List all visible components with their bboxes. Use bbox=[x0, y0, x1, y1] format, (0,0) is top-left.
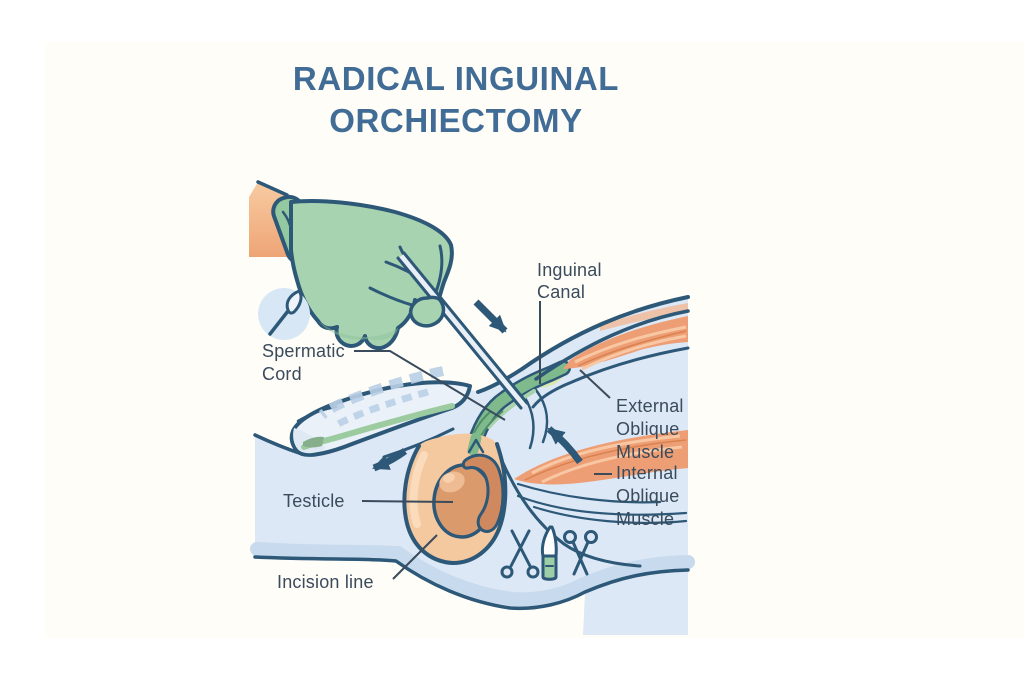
fascia-under-muscle-2 bbox=[532, 505, 688, 524]
badge-scalpel-handle bbox=[268, 309, 290, 336]
testicle-glint bbox=[443, 473, 455, 483]
external-oblique-leader bbox=[579, 369, 611, 399]
arm-top-edge bbox=[256, 180, 289, 197]
arrow-down-left-icon bbox=[372, 448, 408, 472]
external-oblique-streak-2 bbox=[581, 334, 687, 371]
spermatic-cord-leader bbox=[354, 350, 506, 421]
under-penis-crease bbox=[382, 427, 455, 459]
incision-line-label: Incision line bbox=[277, 572, 374, 592]
testicle-label: Testicle bbox=[283, 491, 345, 511]
direction-arrows bbox=[372, 299, 583, 472]
scalpel-icon bbox=[540, 525, 558, 581]
forceps-edge bbox=[396, 256, 523, 410]
label-incision-line: Incision line bbox=[277, 534, 438, 592]
arrow-up-left-icon bbox=[546, 426, 583, 465]
corpora-dash-row bbox=[318, 366, 445, 419]
sac-inner-highlight bbox=[409, 451, 428, 528]
forceps-edge-2 bbox=[402, 251, 529, 405]
external-oblique-sliver bbox=[600, 303, 688, 331]
internal-oblique-muscle bbox=[514, 430, 688, 524]
page-title: RADICAL INGUINAL ORCHIECTOMY bbox=[292, 60, 620, 139]
internal-oblique-edge bbox=[516, 482, 662, 504]
scissors-icon bbox=[563, 530, 598, 576]
penis bbox=[289, 366, 472, 457]
groin-crease bbox=[501, 461, 642, 568]
internal-oblique-streak bbox=[531, 434, 681, 475]
corpora-dash-row-2 bbox=[330, 388, 429, 431]
cord-highlight bbox=[487, 389, 536, 429]
forceps-body bbox=[398, 253, 527, 409]
surgical-tools-row bbox=[500, 525, 598, 581]
scrotum bbox=[402, 432, 508, 565]
scissors-blade-2 bbox=[572, 540, 590, 576]
hemostat-icon bbox=[500, 529, 540, 579]
title-block: RADICAL INGUINAL ORCHIECTOMY bbox=[230, 58, 682, 141]
forceps-instrument bbox=[396, 251, 529, 410]
external-oblique-muscle bbox=[563, 303, 688, 371]
testicle-leader bbox=[361, 500, 454, 503]
external-oblique-streak bbox=[574, 325, 687, 364]
scissors-ring-2 bbox=[584, 530, 598, 544]
incision-line-leader bbox=[392, 534, 438, 580]
hemostat-ring-2 bbox=[526, 565, 540, 579]
skin-line-inner bbox=[534, 309, 690, 381]
bottom-shade-band bbox=[250, 542, 695, 607]
scalpel-badge-icon bbox=[258, 288, 310, 340]
arrow-down-right-icon bbox=[473, 299, 508, 334]
hemostat-arm-2 bbox=[509, 529, 531, 568]
fascia-under-muscle bbox=[516, 494, 688, 516]
badge-scalpel-blade bbox=[285, 289, 303, 315]
urethra-tip bbox=[303, 436, 324, 448]
canal-fascia-curl bbox=[534, 388, 549, 444]
bottom-contour-line bbox=[253, 555, 690, 611]
fascia-line bbox=[531, 346, 690, 409]
thumb-web-crease bbox=[368, 286, 414, 307]
abdominal-wall-lines bbox=[476, 295, 690, 409]
scissors-ring bbox=[563, 530, 577, 544]
label-testicle: Testicle bbox=[283, 491, 454, 511]
skin-line-outer bbox=[476, 295, 690, 394]
hemostat-ring bbox=[500, 565, 514, 579]
scrotal-sac-outline bbox=[402, 442, 508, 565]
external-oblique-fiber bbox=[577, 330, 687, 367]
cord-entry-vee bbox=[467, 438, 485, 454]
thumb-tip-over-instrument bbox=[408, 295, 446, 328]
internal-oblique-shape bbox=[514, 430, 688, 485]
scalpel-handle bbox=[541, 554, 558, 581]
internal-oblique-fiber bbox=[524, 439, 687, 481]
epididymis bbox=[461, 453, 505, 533]
internal-oblique-streak-2 bbox=[541, 445, 683, 484]
